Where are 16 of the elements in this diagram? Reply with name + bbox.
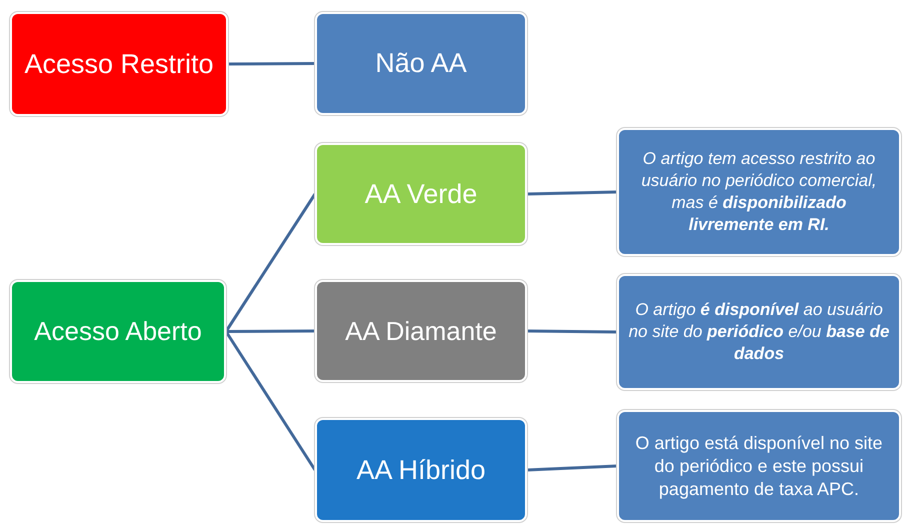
category-box: Não AA bbox=[315, 12, 527, 115]
connector-line bbox=[224, 330, 316, 471]
category-box: Acesso Restrito bbox=[10, 12, 228, 116]
category-box: AA Híbrido bbox=[315, 418, 527, 522]
category-box: AA Verde bbox=[315, 143, 527, 245]
connector-line bbox=[226, 330, 316, 333]
description-box: O artigo está disponível no site do periódico e este possui pagamento de taxa APC. bbox=[617, 410, 901, 522]
connector-line bbox=[228, 62, 316, 66]
category-box: Acesso Aberto bbox=[10, 280, 226, 383]
category-box: AA Diamante bbox=[315, 280, 527, 382]
connector-line bbox=[526, 190, 618, 196]
connector-line bbox=[526, 464, 618, 472]
description-box: O artigo tem acesso restrito ao usuário no periódico comercial, mas é disponibilizado livremente em RI. bbox=[617, 128, 901, 256]
connector-line bbox=[526, 330, 618, 334]
description-box: O artigo é disponível ao usuário no site do periódico e/ou base de dados bbox=[617, 274, 901, 390]
connector-line bbox=[224, 193, 316, 332]
